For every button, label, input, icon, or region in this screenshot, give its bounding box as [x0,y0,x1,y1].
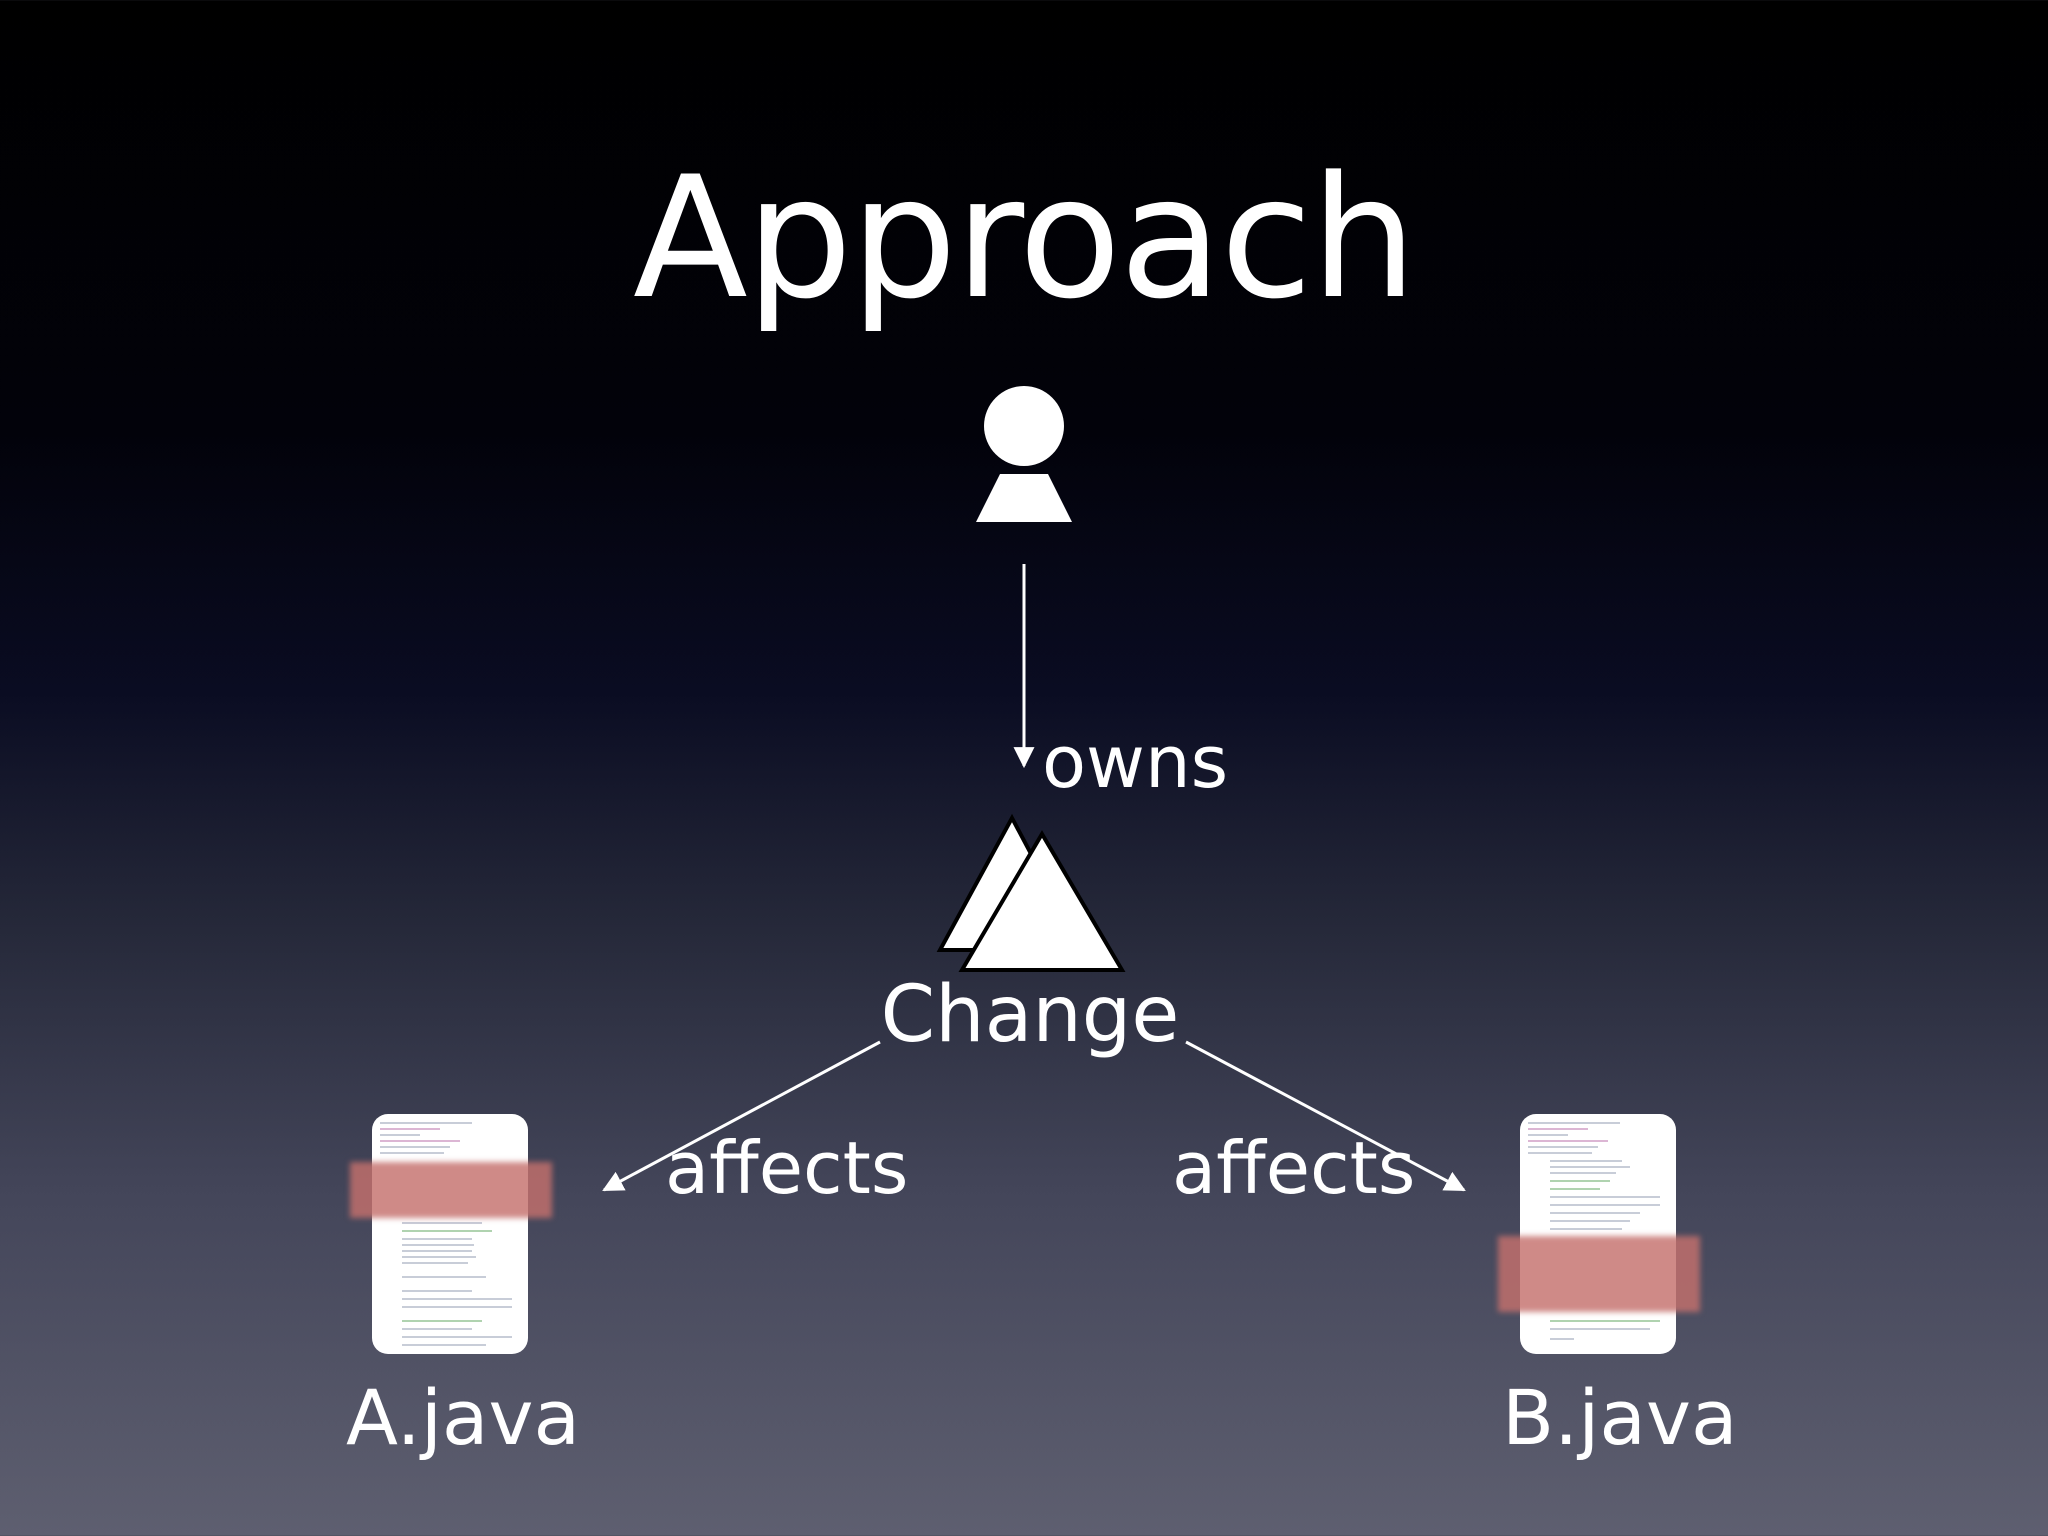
affects-right-arrow [1185,1040,1466,1192]
changed-region-highlight [1498,1236,1700,1312]
owns-label: owns [1042,720,1229,804]
file-a-label: A.java [346,1373,581,1462]
affects-right-label: affects [1172,1126,1416,1210]
slide-title: Approach [632,140,1417,336]
change-triangles-icon [936,813,1126,972]
change-label: Change [880,970,1180,1060]
changed-region-highlight [350,1162,552,1218]
person-icon [976,386,1072,522]
file-b-label: B.java [1502,1373,1738,1462]
file-a-document-icon [350,1114,552,1354]
affects-left-label: affects [665,1126,909,1210]
file-b-document-icon [1498,1114,1700,1354]
affects-left-arrow [602,1040,881,1192]
